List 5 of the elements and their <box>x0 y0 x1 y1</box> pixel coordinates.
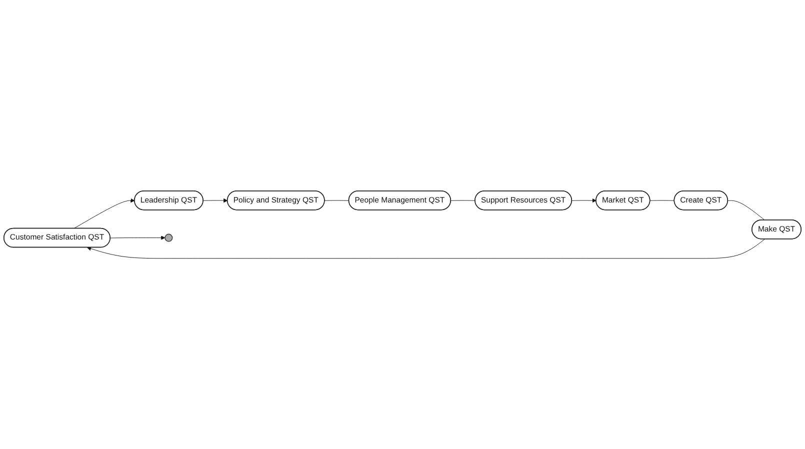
connector <box>650 200 675 201</box>
node-circle <box>164 234 173 242</box>
connector <box>728 200 766 220</box>
connector <box>450 200 476 201</box>
connector <box>324 200 350 201</box>
